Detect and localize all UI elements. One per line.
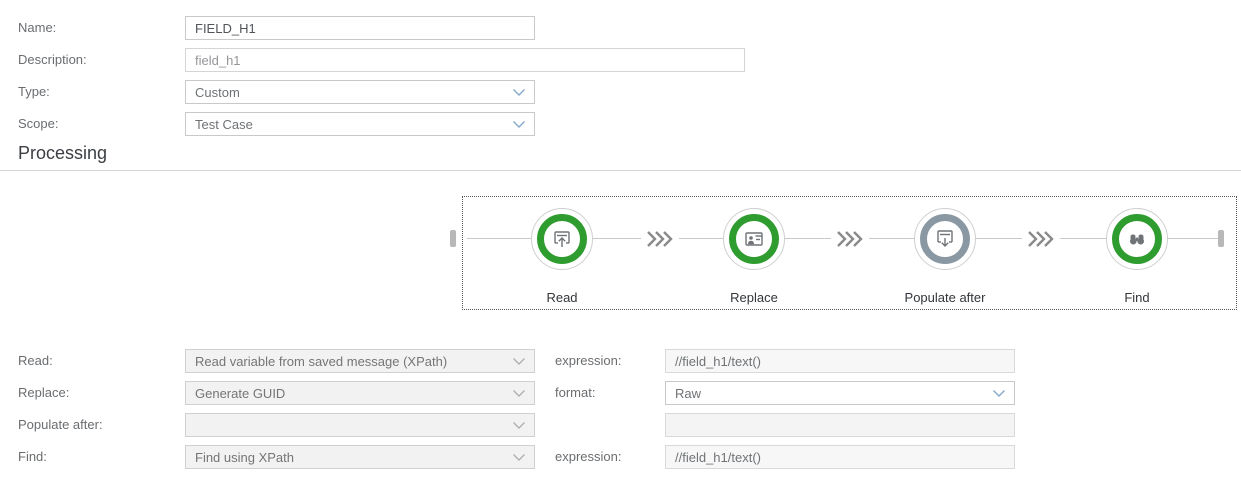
triple-chevron-icon — [1022, 228, 1060, 250]
scope-select-value: Test Case — [195, 116, 253, 132]
field-properties-form: Name: Description: Type: Custom Scope: T… — [18, 16, 745, 144]
pipeline-step-read: Read — [531, 208, 593, 305]
processing-section-title: Processing — [18, 143, 108, 163]
read-method-select[interactable]: Read variable from saved message (XPath) — [185, 349, 535, 373]
triple-chevron-icon — [831, 228, 869, 250]
description-label: Description: — [18, 52, 87, 67]
type-row: Type: Custom — [18, 80, 745, 104]
populate-after-method-select[interactable] — [185, 413, 535, 437]
type-select-value: Custom — [195, 84, 240, 100]
populate-after-step-label: Populate after — [904, 290, 986, 305]
name-label: Name: — [18, 20, 57, 35]
upload-icon — [554, 231, 570, 247]
replace-format-select[interactable]: Raw — [665, 381, 1015, 405]
read-row-label: Read: — [18, 353, 53, 368]
chevron-down-icon — [513, 357, 525, 365]
pipeline-scroll-handle-right[interactable] — [1218, 230, 1224, 247]
type-label: Type: — [18, 84, 50, 99]
triple-chevron-icon — [641, 228, 679, 250]
replace-format-label: format: — [555, 385, 596, 400]
read-method-value: Read variable from saved message (XPath) — [195, 353, 448, 369]
read-step-label: Read — [546, 290, 578, 305]
find-method-value: Find using XPath — [195, 449, 295, 465]
chevron-down-icon — [513, 453, 525, 461]
pipeline-step-find: Find — [1106, 208, 1168, 305]
pipeline-scroll-handle-left[interactable] — [450, 230, 456, 247]
description-input[interactable] — [185, 48, 745, 72]
chevron-down-icon — [513, 88, 525, 96]
replace-step-button[interactable] — [723, 208, 785, 270]
populate-after-value-input[interactable] — [665, 413, 1015, 437]
read-step-button[interactable] — [531, 208, 593, 270]
binoculars-icon — [1130, 234, 1144, 245]
scope-select[interactable]: Test Case — [185, 112, 535, 136]
populate-after-step-button[interactable] — [914, 208, 976, 270]
pipeline-step-populate-after: Populate after — [905, 208, 985, 305]
type-select[interactable]: Custom — [185, 80, 535, 104]
pipeline-step-replace: Replace — [723, 208, 785, 305]
scope-row: Scope: Test Case — [18, 112, 745, 136]
processing-pipeline: Read Replace — [462, 196, 1237, 310]
name-row: Name: — [18, 16, 745, 40]
scope-label: Scope: — [18, 116, 59, 131]
chevron-down-icon — [513, 421, 525, 429]
replace-method-select[interactable]: Generate GUID — [185, 381, 535, 405]
populate-after-row-label: Populate after: — [18, 417, 103, 432]
step-configuration-form: Read: Read variable from saved message (… — [18, 349, 1015, 469]
find-expression-input[interactable] — [665, 445, 1015, 469]
find-step-label: Find — [1124, 290, 1150, 305]
chevron-down-icon — [513, 120, 525, 128]
find-expression-label: expression: — [555, 449, 622, 464]
find-method-select[interactable]: Find using XPath — [185, 445, 535, 469]
section-divider — [0, 170, 1241, 171]
download-icon — [937, 230, 953, 247]
find-row-label: Find: — [18, 449, 47, 464]
find-step-button[interactable] — [1106, 208, 1168, 270]
description-row: Description: — [18, 48, 745, 72]
replace-format-value: Raw — [675, 385, 702, 401]
replace-step-label: Replace — [730, 290, 778, 305]
replace-method-value: Generate GUID — [195, 385, 286, 401]
read-expression-label: expression: — [555, 353, 622, 368]
read-expression-input[interactable] — [665, 349, 1015, 373]
chevron-down-icon — [513, 389, 525, 397]
chevron-down-icon — [993, 389, 1005, 397]
name-input[interactable] — [185, 16, 535, 40]
contact-card-icon — [745, 232, 763, 246]
replace-row-label: Replace: — [18, 385, 70, 400]
